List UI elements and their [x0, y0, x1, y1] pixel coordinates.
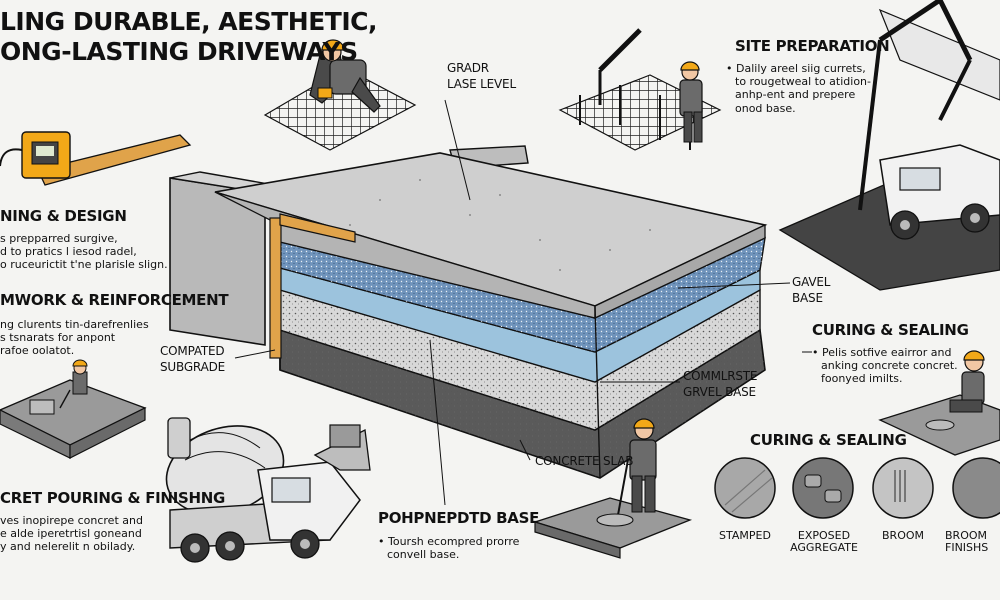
finish-stamped-label: STAMPED [715, 529, 775, 542]
label-subgrade-line1: COMPATED [160, 344, 225, 358]
pump-truck [778, 0, 1000, 291]
section-curing-right-heading: CURING & SEALING [812, 321, 969, 339]
finish-broom-swatch [872, 457, 934, 519]
formwork-line: s tsnarats for anpont [0, 331, 116, 345]
section-site-prep-heading: SITE PREPARATION [735, 37, 890, 55]
leader-lines [234, 99, 812, 506]
base-line: convell base. [387, 548, 460, 562]
planning-line: d to pratics l iesod radel, [0, 245, 137, 259]
curing-worker-scene [878, 350, 1000, 456]
finish-broom-finish-line1: BROOM [945, 529, 987, 542]
pouring-line: ves inopirepe concret and [0, 514, 143, 527]
finish-samples [714, 457, 1000, 519]
label-combined-line2: GRVEL BASE [683, 385, 756, 399]
page-title-line2: ONG-LASTING DRIVEWAYS [0, 37, 358, 66]
section-formwork-heading: MWORK & REINFORCEMENT [0, 291, 229, 309]
finishing-worker-scene [532, 418, 693, 559]
section-base-heading: POHPNEPDTD BASE [378, 509, 540, 527]
finish-broom-line1: BROOM [882, 529, 924, 542]
section-base-text: • Toursh ecompred prorre convell base. [378, 535, 519, 561]
section-curing-right-text: • Pelis sotfive eairror and anking concr… [812, 346, 958, 386]
label-combined-line1: COMMLRSTE [683, 369, 758, 383]
finish-broom-finish-swatch [952, 457, 1000, 519]
level-tool-illustration [0, 131, 192, 186]
bullet-dot: • [812, 346, 822, 359]
finish-exposed-label: EXPOSED AGGREGATE [788, 529, 860, 555]
formwork-line: ng clurents tin-darefrenlies [0, 318, 149, 331]
label-grade-line2: LASE LEVEL [447, 77, 516, 91]
site-prep-line: • Dalily areel siig currets, [726, 62, 866, 75]
bullet-dot: • [726, 62, 736, 75]
section-pouring-heading: CRET POURING & FINISHNG [0, 489, 225, 507]
driveway-cross-section [169, 145, 768, 479]
label-concrete-slab: CONCRETE SLAB [535, 454, 634, 468]
section-planning-heading: NING & DESIGN [0, 207, 127, 225]
planning-line: s prepparred surgive, [0, 232, 118, 245]
cement-truck [165, 417, 371, 563]
curing-line: foonyed imilts. [821, 372, 903, 386]
pouring-line: y and nelerelit n obilady. [0, 540, 136, 554]
site-prep-line: anhp-ent and prepere [735, 88, 856, 102]
base-line: • Toursh ecompred prorre [378, 535, 520, 548]
finish-broom-finish-label: BROOM FINISHS [945, 529, 1000, 555]
screed-worker-scene [0, 359, 147, 459]
site-prep-line: onod base. [735, 101, 796, 115]
formwork-line: rafoe oolatot. [0, 344, 75, 358]
rebar-worker-scene [263, 39, 417, 151]
curing-line: • Pelis sotfive eairror and [812, 346, 952, 359]
label-subgrade-line2: SUBGRADE [160, 360, 226, 374]
section-site-prep-text: • Dalily areel siig currets, to rougetwe… [726, 62, 871, 115]
curing-line: anking concrete concret. [821, 359, 958, 373]
finish-broom-finish-line2: FINISHS [945, 541, 989, 555]
section-curing-bottom-heading: CURING & SEALING [750, 431, 907, 449]
rebar-cage-scene [558, 28, 722, 151]
site-prep-line: to rougetweal to atidion- [735, 75, 872, 89]
form-stake [269, 217, 282, 359]
label-grade-line1: GRADR [447, 61, 489, 75]
section-planning-text: s prepparred surgive, d to pratics l ies… [0, 232, 168, 272]
finish-exposed-swatch [792, 457, 854, 519]
finish-stamped-line1: STAMPED [719, 529, 771, 542]
pouring-line: e alde iperetrtisl goneand [0, 527, 142, 541]
label-gravel-line2: BASE [792, 291, 823, 305]
label-gravel-line1: GAVEL [792, 275, 831, 289]
finish-broom-label: BROOM [873, 529, 933, 542]
finish-exposed-line1: EXPOSED [797, 529, 851, 542]
planning-line: o ruceurictit t'ne plarisle slign. [0, 258, 168, 272]
section-formwork-text: ng clurents tin-darefrenlies s tsnarats … [0, 318, 149, 358]
page-title-line1: LING DURABLE, AESTHETIC, [0, 7, 377, 36]
bullet-dot: • [378, 535, 388, 548]
section-pouring-text: ves inopirepe concret and e alde iperetr… [0, 514, 143, 554]
finish-exposed-line2: AGGREGATE [790, 541, 858, 555]
